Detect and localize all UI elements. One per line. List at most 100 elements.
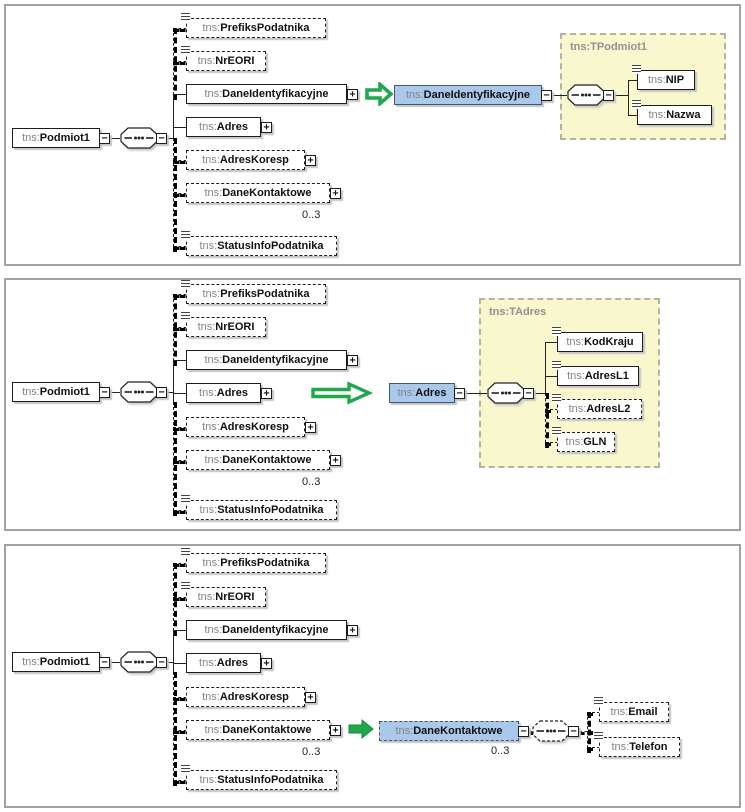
node-nip[interactable]: tns:NIP xyxy=(637,70,695,90)
node-label: DaneKontaktowe xyxy=(222,454,312,466)
connector-line xyxy=(628,80,637,81)
connector-line xyxy=(167,392,174,393)
node-prefix: tns: xyxy=(199,387,217,399)
node-daneidentyfikacyjne-expanded[interactable]: tns:DaneIdentyfikacyjne xyxy=(394,85,542,105)
collapse-icon[interactable]: − xyxy=(523,388,534,399)
node-statusinfopodatnika[interactable]: tns:StatusInfoPodatnika xyxy=(186,770,337,790)
expand-icon[interactable]: + xyxy=(261,122,272,133)
node-label: Podmiot1 xyxy=(39,132,90,144)
node-adresl2[interactable]: tns:AdresL2 xyxy=(557,399,642,419)
node-kodkraju[interactable]: tns:KodKraju xyxy=(557,332,643,352)
expand-icon[interactable]: + xyxy=(305,422,316,433)
node-label: DaneIdentyfikacyjne xyxy=(222,354,329,366)
expand-icon[interactable]: + xyxy=(261,388,272,399)
node-danekontaktowe-expanded[interactable]: tns:DaneKontaktowe xyxy=(379,721,519,741)
node-statusinfopodatnika[interactable]: tns:StatusInfoPodatnika xyxy=(186,500,337,520)
expand-icon[interactable]: + xyxy=(305,692,316,703)
node-prefix: tns: xyxy=(199,240,218,252)
simple-type-icon xyxy=(181,280,190,289)
node-prefix: tns: xyxy=(611,741,630,753)
collapse-icon[interactable]: − xyxy=(99,657,110,668)
collapse-icon[interactable]: − xyxy=(518,726,529,737)
node-daneidentyfikacyjne[interactable]: tns:DaneIdentyfikacyjne xyxy=(186,84,347,104)
collapse-icon[interactable]: − xyxy=(603,90,614,101)
connector-line xyxy=(173,630,186,631)
node-nreori[interactable]: tns:NrEORI xyxy=(186,317,266,337)
expand-icon[interactable]: + xyxy=(261,658,272,669)
node-label: Adres xyxy=(216,387,248,399)
connector-line xyxy=(628,115,637,116)
node-adres[interactable]: tns:Adres xyxy=(186,383,261,403)
simple-type-icon xyxy=(181,495,190,504)
simple-type-icon xyxy=(181,765,190,774)
node-adreskoresp[interactable]: tns:AdresKoresp xyxy=(186,417,305,437)
expand-icon[interactable]: + xyxy=(305,155,316,166)
node-prefix: tns: xyxy=(197,55,216,67)
node-prefix: tns: xyxy=(199,504,218,516)
simple-type-icon xyxy=(181,582,190,591)
node-label: AdresKoresp xyxy=(219,154,289,166)
node-prefikspodatnika[interactable]: tns:PrefiksPodatnika xyxy=(186,284,326,304)
node-prefikspodatnika[interactable]: tns:PrefiksPodatnika xyxy=(186,553,326,573)
connector-line xyxy=(173,94,186,95)
collapse-icon[interactable]: − xyxy=(156,133,167,144)
node-adres[interactable]: tns:Adres xyxy=(186,653,261,673)
node-danekontaktowe[interactable]: tns:DaneKontaktowe xyxy=(186,183,330,203)
node-adresl1[interactable]: tns:AdresL1 xyxy=(557,366,639,386)
occurrence-label: 0..3 xyxy=(302,746,321,758)
node-label: StatusInfoPodatnika xyxy=(217,240,324,252)
node-gln[interactable]: tns:GLN xyxy=(557,432,615,452)
expand-icon[interactable]: + xyxy=(330,455,341,466)
node-podmiot1[interactable]: tns:Podmiot1 xyxy=(12,382,100,402)
node-nreori[interactable]: tns:NrEORI xyxy=(186,587,266,607)
collapse-icon[interactable]: − xyxy=(568,726,579,737)
expand-icon[interactable]: + xyxy=(347,625,358,636)
node-email[interactable]: tns:Email xyxy=(599,702,669,722)
node-prefix: tns: xyxy=(204,187,223,199)
green-arrow-icon xyxy=(365,82,393,106)
node-adreskoresp[interactable]: tns:AdresKoresp xyxy=(186,687,305,707)
node-prefikspodatnika[interactable]: tns:PrefiksPodatnika xyxy=(186,18,326,38)
node-adres-expanded[interactable]: tns:Adres xyxy=(389,383,455,403)
node-nazwa[interactable]: tns:Nazwa xyxy=(637,105,712,125)
simple-type-icon xyxy=(594,697,603,706)
connector-line xyxy=(173,393,186,394)
node-label: NrEORI xyxy=(215,591,255,603)
node-label: Adres xyxy=(216,121,248,133)
node-adres[interactable]: tns:Adres xyxy=(186,117,261,137)
connector-line xyxy=(173,663,186,664)
occurrence-label: 0..3 xyxy=(491,745,510,757)
collapse-icon[interactable]: − xyxy=(541,90,552,101)
sequence-icon xyxy=(120,381,158,403)
collapse-icon[interactable]: − xyxy=(156,657,167,668)
sequence-icon xyxy=(532,720,570,742)
expand-icon[interactable]: + xyxy=(330,188,341,199)
node-prefix: tns: xyxy=(405,89,424,101)
sequence-icon xyxy=(120,127,158,149)
node-telefon[interactable]: tns:Telefon xyxy=(599,737,680,757)
node-danekontaktowe[interactable]: tns:DaneKontaktowe xyxy=(186,450,330,470)
simple-type-icon xyxy=(181,13,190,22)
node-label: DaneKontaktowe xyxy=(222,187,312,199)
expand-icon[interactable]: + xyxy=(347,355,358,366)
node-prefix: tns: xyxy=(199,121,217,133)
expand-icon[interactable]: + xyxy=(330,725,341,736)
connector-line xyxy=(167,138,174,139)
collapse-icon[interactable]: − xyxy=(454,388,465,399)
node-label: NrEORI xyxy=(215,321,255,333)
node-label: Podmiot1 xyxy=(39,386,90,398)
collapse-icon[interactable]: − xyxy=(156,387,167,398)
collapse-icon[interactable]: − xyxy=(99,133,110,144)
node-daneidentyfikacyjne[interactable]: tns:DaneIdentyfikacyjne xyxy=(186,350,347,370)
expand-icon[interactable]: + xyxy=(347,89,358,100)
node-daneidentyfikacyjne[interactable]: tns:DaneIdentyfikacyjne xyxy=(186,620,347,640)
node-adreskoresp[interactable]: tns:AdresKoresp xyxy=(186,150,305,170)
node-label: DaneKontaktowe xyxy=(222,724,312,736)
node-nreori[interactable]: tns:NrEORI xyxy=(186,51,266,71)
node-danekontaktowe[interactable]: tns:DaneKontaktowe xyxy=(186,720,330,740)
node-podmiot1[interactable]: tns:Podmiot1 xyxy=(12,128,100,148)
collapse-icon[interactable]: − xyxy=(99,387,110,398)
node-statusinfopodatnika[interactable]: tns:StatusInfoPodatnika xyxy=(186,236,337,256)
node-podmiot1[interactable]: tns:Podmiot1 xyxy=(12,652,100,672)
